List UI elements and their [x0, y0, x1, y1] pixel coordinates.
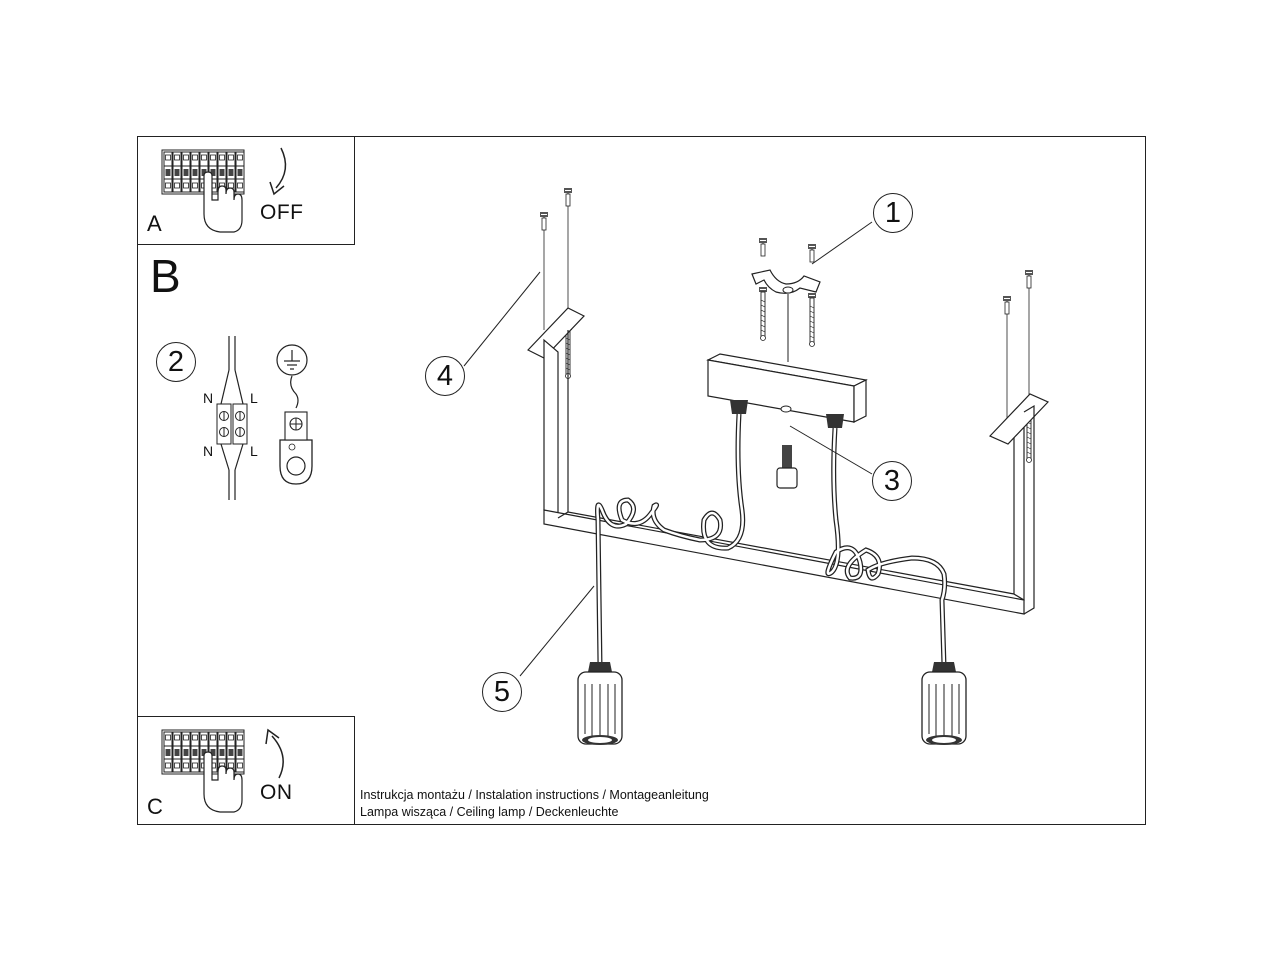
callout-3: 3 [872, 461, 912, 501]
arrow-down-icon [269, 147, 287, 196]
canopy-icon [706, 353, 868, 423]
breaker-switch-icon [161, 149, 245, 195]
callout-5: 5 [482, 672, 522, 712]
wall-plug-icon [758, 286, 768, 341]
panel-a-letter: A [147, 211, 162, 236]
leader-lines [463, 221, 873, 677]
mounting-bracket-icon [751, 269, 821, 294]
callout-2: 2 [156, 342, 196, 382]
callout-1: 1 [873, 193, 913, 233]
callout-4: 4 [425, 356, 465, 396]
screw-icon [807, 243, 817, 263]
step-b-letter: B [150, 250, 181, 302]
caption-instructions: Instrukcja montażu / Instalation instruc… [360, 788, 709, 802]
live-label: L [250, 390, 258, 406]
arrow-up-icon [265, 728, 284, 779]
neutral-label: N [203, 390, 214, 406]
frame-bar-icon [527, 307, 1050, 615]
wall-plug-icon [807, 292, 817, 347]
on-label: ON [260, 781, 293, 804]
off-label: OFF [260, 201, 304, 224]
screw-icon [1024, 269, 1034, 289]
screw-icon [563, 187, 573, 207]
diagram-frame [137, 136, 1146, 825]
breaker-switch-icon [161, 729, 245, 775]
screw-icon [1002, 295, 1012, 315]
ground-terminal-icon [279, 411, 313, 485]
lamp-holder-icon [921, 661, 967, 746]
terminal-block-icon [216, 336, 248, 500]
caption-product: Lampa wisząca / Ceiling lamp / Deckenleu… [360, 805, 619, 819]
screw-icon [758, 237, 768, 257]
lamp-holder-icon [577, 661, 623, 746]
screw-icon [539, 211, 549, 231]
panel-c-letter: C [147, 794, 163, 819]
earth-ground-icon [276, 344, 308, 409]
neutral-label: N [203, 443, 214, 459]
bolt-icon [776, 445, 798, 489]
live-label: L [250, 443, 258, 459]
